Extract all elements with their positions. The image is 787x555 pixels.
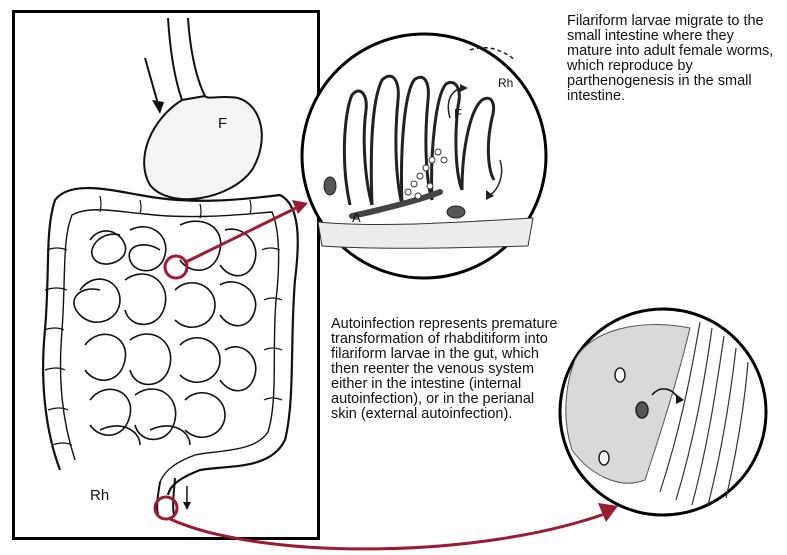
stomach-label: F (218, 115, 227, 132)
perianal-inset (560, 309, 766, 515)
inset-f-label: F (454, 106, 462, 121)
villi-inset (302, 34, 546, 278)
autoinfection-caption: Autoinfection represents premature trans… (331, 317, 561, 422)
stomach (144, 96, 262, 199)
pointer-to-perianal-inset (170, 512, 610, 549)
large-intestine (43, 188, 298, 495)
esophagus (168, 18, 205, 100)
migration-caption: Filariform larvae migrate to the small i… (567, 14, 782, 104)
swallow-arrow (145, 58, 164, 114)
inset-a-label: A (352, 210, 361, 225)
pointer-to-perianal-inset-head (598, 503, 618, 522)
rectum-arrow (183, 486, 191, 510)
inset-rh-label: Rh (498, 76, 513, 90)
rectum-label: Rh (90, 487, 109, 504)
small-intestine (74, 221, 256, 445)
intestine-marker-circle (165, 256, 187, 278)
pointer-to-intestine-inset (186, 200, 308, 262)
